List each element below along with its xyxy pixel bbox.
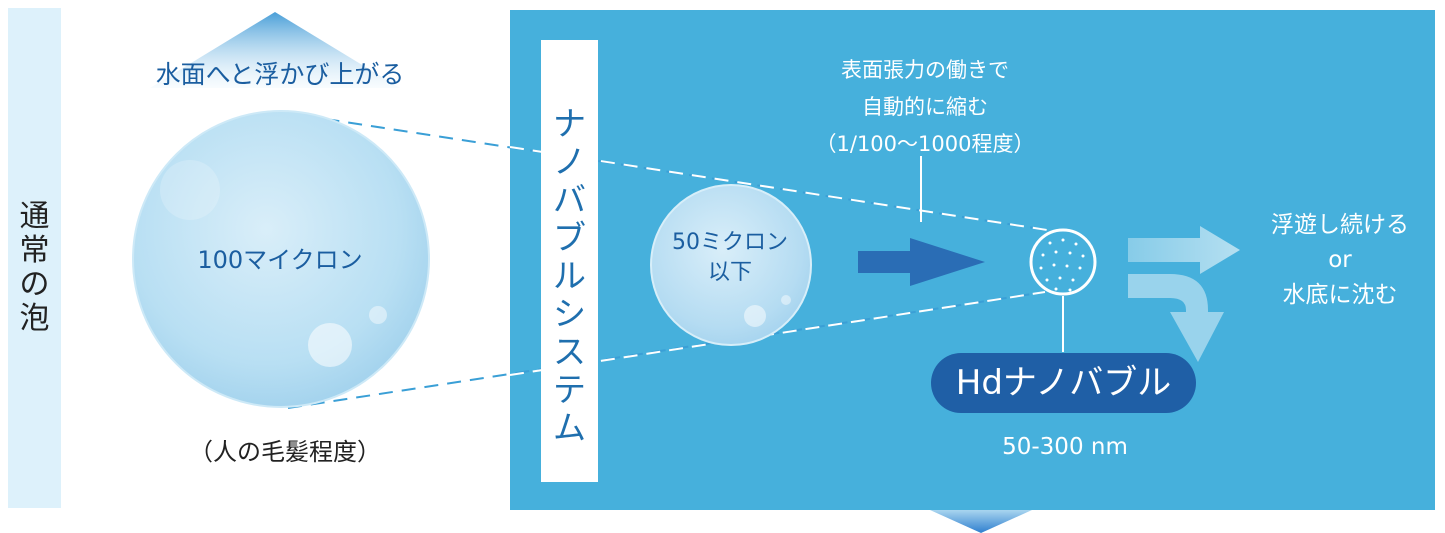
note-line: 自動的に縮む xyxy=(862,95,988,119)
system-title-card xyxy=(541,40,598,482)
title-char: バ xyxy=(553,180,586,219)
title-char: ム xyxy=(553,408,586,447)
rise-label: 水面へと浮かび上がる xyxy=(155,60,405,89)
up-arrow-icon xyxy=(150,12,400,88)
title-char: シ xyxy=(553,294,586,333)
float-arrow-icon xyxy=(1128,226,1240,274)
note-line: 表面張力の働きで xyxy=(841,58,1009,82)
side-label-char: 泡 xyxy=(19,301,50,336)
large-bubble-label: 100マイクロン xyxy=(197,246,363,274)
title-char: ブ xyxy=(553,218,586,257)
title-char: ス xyxy=(553,332,586,371)
hair-size-caption: （人の毛髪程度） xyxy=(189,438,381,466)
small-bubble-line: 50ミクロン xyxy=(672,230,788,255)
small-bubble xyxy=(650,184,812,346)
down-arrow-icon xyxy=(930,510,1032,533)
note-line: （1/100～1000程度） xyxy=(815,132,1035,156)
title-char: ノ xyxy=(553,142,586,181)
side-label-char: 常 xyxy=(19,233,50,268)
small-bubble-label: 50ミクロン 以下 xyxy=(650,228,810,288)
small-bubble-line: 以下 xyxy=(707,260,752,285)
product-name-pill: Hdナノバブル xyxy=(931,353,1196,413)
result-line: 浮遊し続ける xyxy=(1271,212,1409,238)
side-strip xyxy=(8,8,61,508)
side-label: 通 常 の 泡 xyxy=(8,200,61,336)
nanobubble-icon xyxy=(1029,228,1097,296)
title-char: ナ xyxy=(553,104,586,143)
result-line: or xyxy=(1328,247,1352,273)
title-char: ル xyxy=(553,256,586,295)
system-title: ナ ノ バ ブ ル シ ス テ ム xyxy=(541,105,598,447)
title-char: テ xyxy=(553,370,586,409)
side-label-char: 通 xyxy=(19,199,50,234)
side-label-char: の xyxy=(19,267,50,302)
size-range-label: 50-300 nm xyxy=(1002,434,1128,460)
result-line: 水底に沈む xyxy=(1282,282,1398,308)
surface-tension-note: 表面張力の働きで 自動的に縮む （1/100～1000程度） xyxy=(770,52,1080,163)
result-note: 浮遊し続ける or 水底に沈む xyxy=(1240,208,1440,313)
large-bubble xyxy=(132,110,430,408)
sink-arrow-icon xyxy=(1128,274,1224,362)
shrink-arrow-icon xyxy=(858,238,985,286)
